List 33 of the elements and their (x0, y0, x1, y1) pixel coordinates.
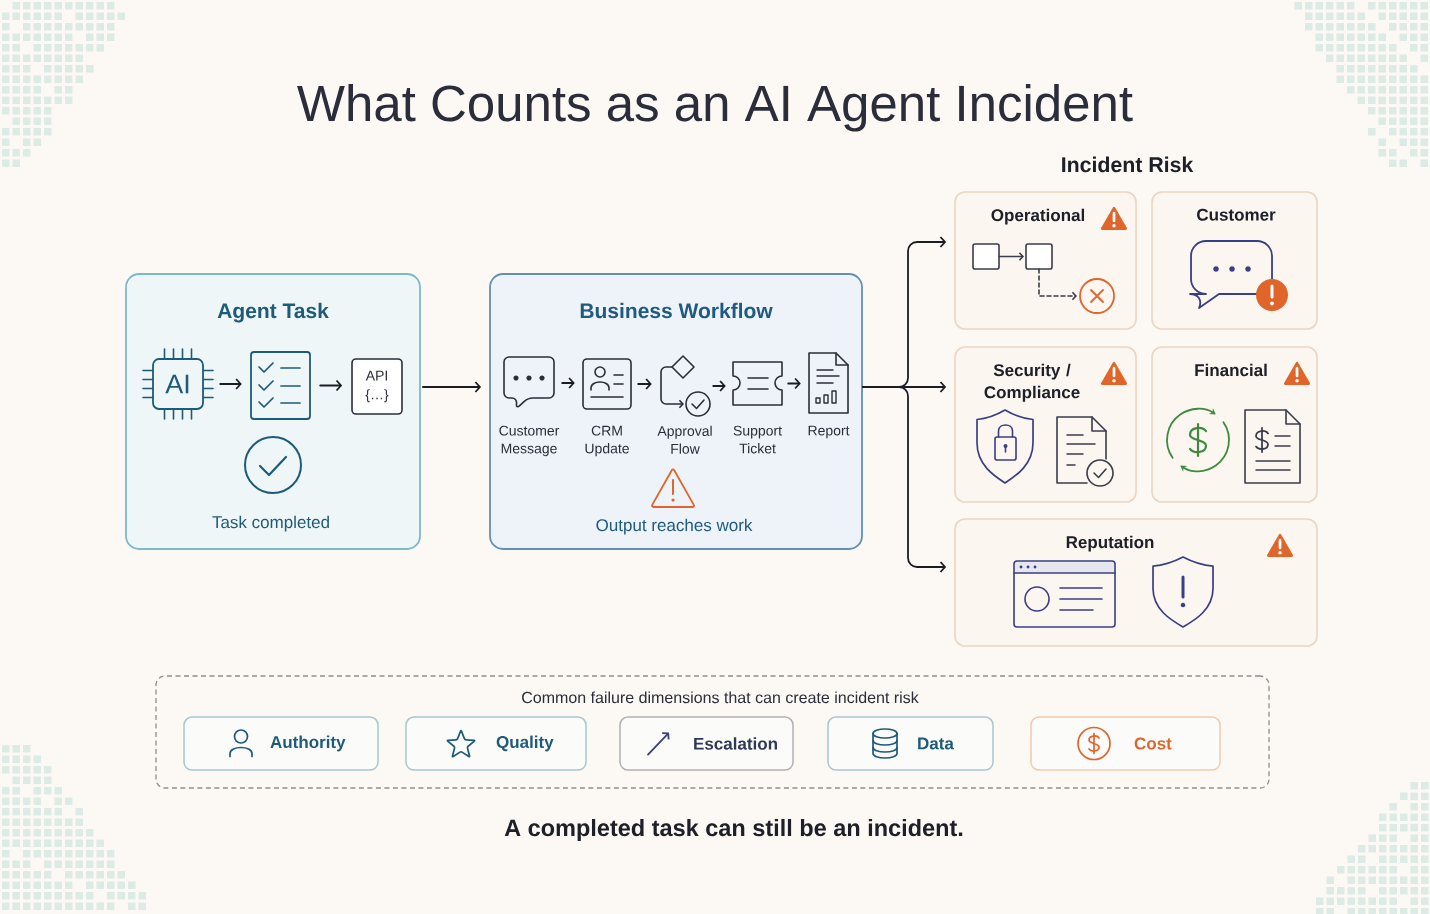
status-text: Task completed (212, 515, 329, 532)
dimension-tag: Authority (183, 716, 379, 771)
card-heading: Customer (1197, 208, 1276, 221)
step-label: Customer Message (499, 425, 560, 457)
title: What Counts as an AI Agent Incident (297, 84, 1133, 132)
arrow (561, 377, 575, 389)
card-heading: Security / Compliance (984, 363, 1080, 402)
arrow (422, 381, 482, 393)
dimension-tag: Cost (1030, 716, 1221, 771)
arrow (219, 378, 242, 390)
checklist-icon (250, 351, 311, 420)
step-label: Support Ticket (733, 425, 782, 454)
arrow (862, 386, 947, 573)
status-text: Output reaches work (596, 518, 753, 535)
card-heading: Operational (991, 208, 1085, 225)
arrow (319, 379, 343, 392)
card-heading: Reputation (1066, 535, 1154, 552)
card-heading: Financial (1195, 363, 1267, 377)
dimension-tag: Escalation (619, 716, 794, 771)
panel-heading: Agent Task (217, 302, 329, 323)
dimension-tag: Quality (405, 716, 587, 771)
step-label: Report (808, 425, 850, 439)
api-box: API {…} (351, 358, 403, 415)
step-label: Approval Flow (657, 425, 712, 454)
arrow (637, 378, 652, 390)
dimension-tag: Data (827, 716, 994, 771)
section-heading: Common failure dimensions that can create incident risk (522, 691, 919, 704)
arrow (712, 380, 726, 392)
arrow (787, 377, 801, 390)
caption: A completed task can still be an incident. (504, 819, 963, 841)
panel-heading: Business Workflow (580, 302, 773, 319)
group-heading: Incident Risk (1062, 156, 1194, 173)
step-label: CRM Update (585, 425, 629, 457)
